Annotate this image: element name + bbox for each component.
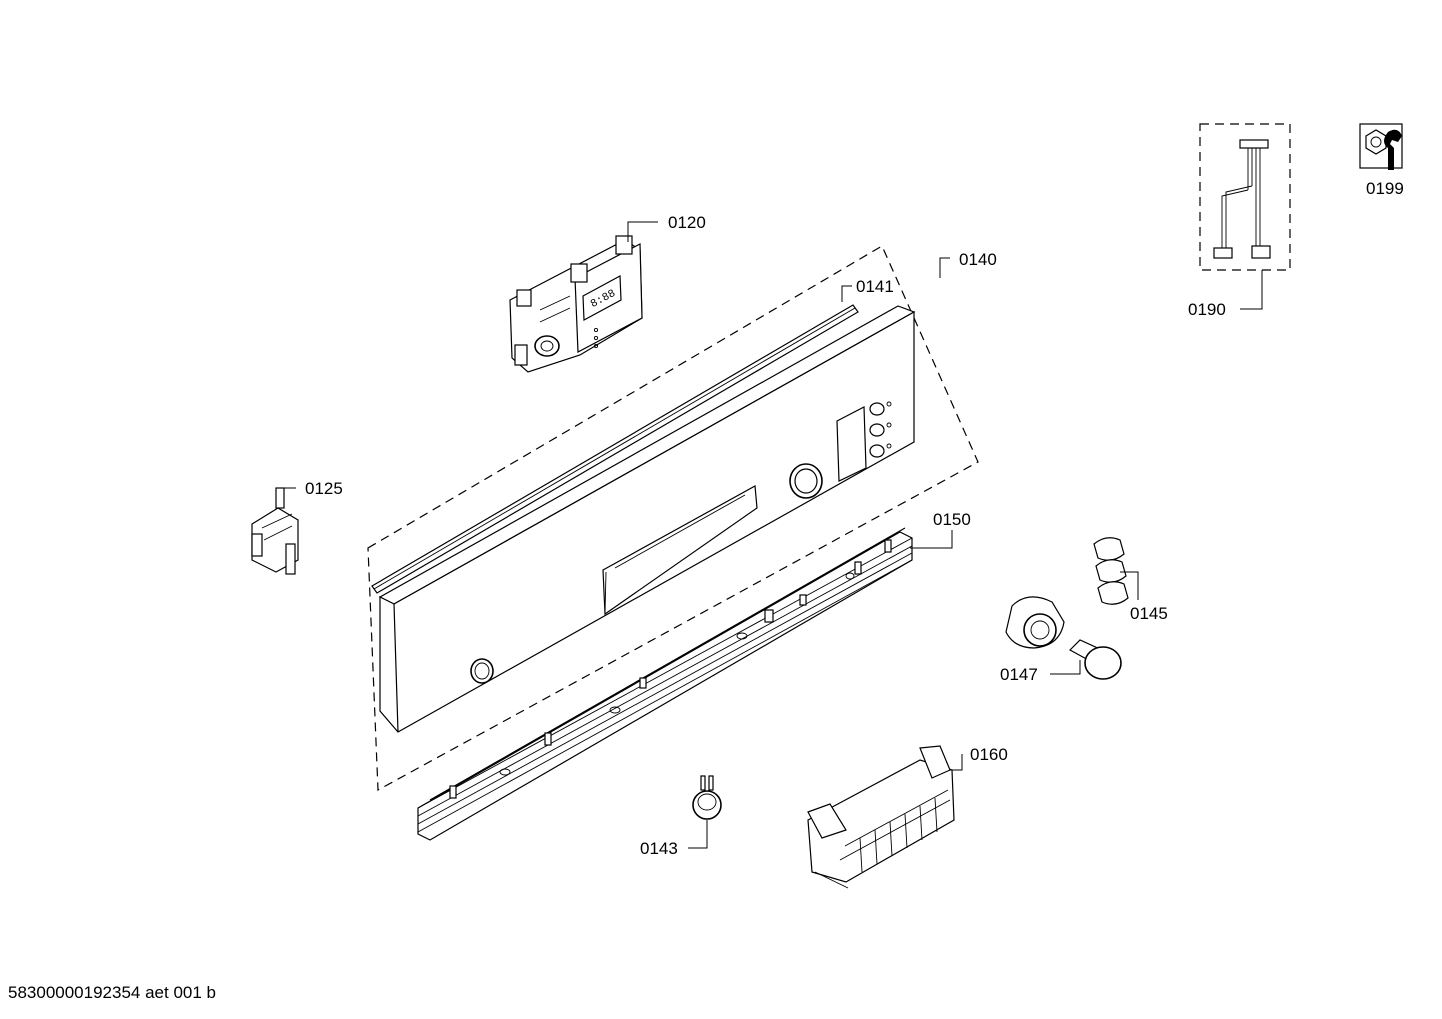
wrench-icon xyxy=(1359,123,1403,170)
part-0125-connector-clip xyxy=(251,487,299,575)
part-0143-small-knob xyxy=(692,775,722,820)
label-part-0150: 0150 xyxy=(933,510,971,529)
leader-lines xyxy=(280,221,1263,849)
part-0141-trim-strip xyxy=(371,304,859,594)
label-part-0147: 0147 xyxy=(1000,665,1038,684)
label-part-0190: 0190 xyxy=(1188,300,1226,319)
part-0160-cable-holder xyxy=(807,745,955,889)
label-part-0145: 0145 xyxy=(1130,604,1168,623)
part-0190-cable-harness xyxy=(1199,123,1291,271)
part-0150-bottom-strip xyxy=(417,527,913,841)
label-part-0141: 0141 xyxy=(856,277,894,296)
part-0145-button-caps xyxy=(1093,537,1129,605)
part-0120-electronic-module: 8:88 xyxy=(509,235,643,373)
part-0147-knob xyxy=(1005,596,1122,680)
assembly-0140-boundary xyxy=(367,245,979,791)
label-part-0120: 0120 xyxy=(668,213,706,232)
label-part-0143: 0143 xyxy=(640,839,678,858)
label-part-0199: 0199 xyxy=(1366,179,1404,198)
label-part-0160: 0160 xyxy=(970,745,1008,764)
label-part-0125: 0125 xyxy=(305,479,343,498)
part-control-panel-fascia xyxy=(378,305,916,733)
drawing-number: 58300000192354 aet 001 b xyxy=(8,983,216,1002)
label-part-0140: 0140 xyxy=(959,250,997,269)
